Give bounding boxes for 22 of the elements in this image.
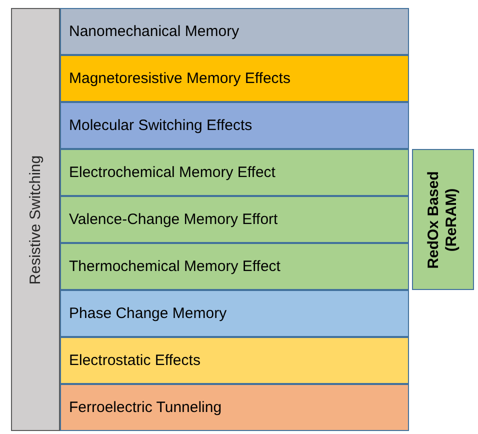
- category-label: Nanomechanical Memory: [69, 21, 240, 42]
- category-band: [11, 8, 60, 431]
- category-box: [60, 290, 409, 337]
- category-label: Magnetoresistive Memory Effects: [69, 68, 290, 88]
- category-box: [60, 8, 409, 55]
- category-box: [60, 55, 409, 102]
- category-label: Molecular Switching Effects: [69, 115, 252, 136]
- category-label: Thermochemical Memory Effect: [69, 256, 280, 276]
- category-box: [60, 102, 409, 149]
- category-label: Resistive Switching: [26, 154, 44, 284]
- category-box: [60, 337, 409, 384]
- category-box: [60, 243, 409, 290]
- category-box: [60, 384, 409, 431]
- category-label: Ferroelectric Tunneling: [69, 397, 222, 418]
- category-band: [412, 149, 474, 290]
- category-label: RedOx Based (ReRAM): [425, 170, 461, 270]
- category-label: Valence-Change Memory Effort: [69, 209, 278, 230]
- category-label: Electrochemical Memory Effect: [69, 162, 276, 182]
- category-label: Electrostatic Effects: [69, 350, 200, 370]
- category-box: [60, 149, 409, 196]
- category-box: [60, 196, 409, 243]
- category-label: Phase Change Memory: [69, 303, 227, 324]
